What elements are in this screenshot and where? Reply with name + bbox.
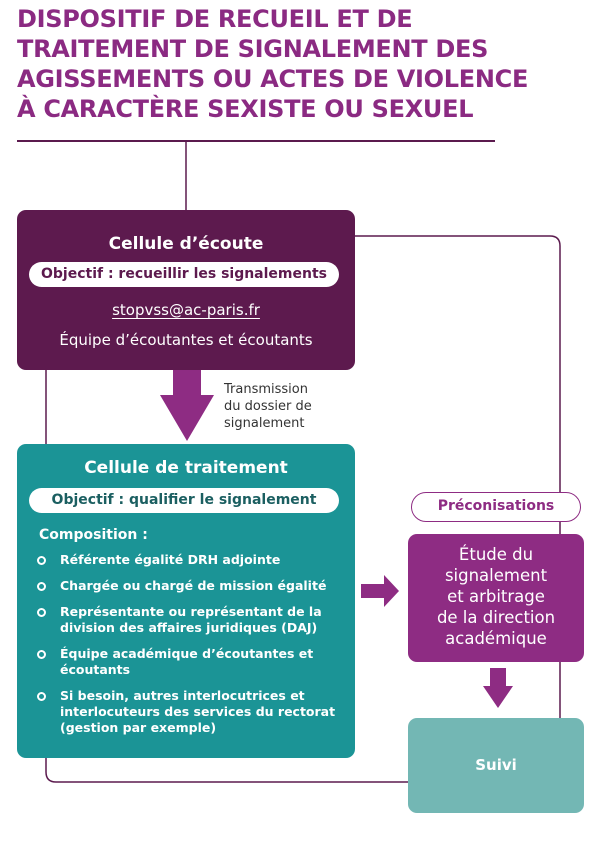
bullet-icon (37, 608, 46, 617)
bullet-icon (37, 650, 46, 659)
arrow-traitement-to-etude (361, 575, 399, 607)
member-text: Équipe académique d’écoutantes et écouta… (60, 646, 314, 677)
page-title: DISPOSITIF DE RECUEIL ET DE TRAITEMENT D… (17, 4, 597, 124)
list-item: Équipe académique d’écoutantes et écouta… (35, 646, 345, 678)
suivi-label: Suivi (475, 756, 517, 774)
title-line: À CARACTÈRE SEXISTE OU SEXUEL (17, 95, 474, 123)
bullet-icon (37, 582, 46, 591)
list-item: Référente égalité DRH adjointe (35, 552, 345, 568)
member-text: Chargée ou chargé de mission égalité (60, 578, 327, 593)
list-item: Si besoin, autres interlocutrices et int… (35, 688, 345, 736)
etude-line: de la direction (436, 608, 556, 627)
member-text: Représentante ou représentant de la divi… (60, 604, 322, 635)
composition-list: Référente égalité DRH adjointe Chargée o… (35, 552, 345, 746)
email-line: stopvss@ac-paris.fr (17, 300, 355, 320)
etude-line: Étude du (458, 545, 534, 564)
cellule-traitement-box: Cellule de traitement Objectif : qualifi… (17, 444, 355, 758)
list-item: Chargée ou chargé de mission égalité (35, 578, 345, 594)
member-text: Si besoin, autres interlocutrices et int… (60, 688, 336, 735)
cellule-traitement-title: Cellule de traitement (84, 458, 288, 478)
list-item: Représentante ou représentant de la divi… (35, 604, 345, 636)
cellule-traitement-objective: Objectif : qualifier le signalement (29, 488, 339, 513)
suivi-box: Suivi (408, 718, 584, 813)
title-line: TRAITEMENT DE SIGNALEMENT DES (17, 35, 489, 63)
cellule-ecoute-objective: Objectif : recueillir les signalements (29, 262, 339, 287)
title-underline (17, 140, 495, 142)
etude-line: signalement (444, 566, 548, 585)
cellule-ecoute-title: Cellule d’écoute (108, 234, 264, 254)
transmission-line: signalement (224, 416, 305, 431)
transmission-label: Transmission du dossier de signalement (224, 381, 344, 432)
connector-left-loop-lower (45, 758, 408, 783)
etude-line: et arbitrage (447, 587, 545, 606)
connector-ecoute-to-suivi (355, 235, 561, 718)
title-line: AGISSEMENTS OU ACTES DE VIOLENCE (17, 65, 529, 93)
cellule-ecoute-team: Équipe d’écoutantes et écoutants (59, 331, 313, 349)
bullet-icon (37, 556, 46, 565)
arrow-ecoute-to-traitement (160, 362, 214, 441)
etude-box: Étude du signalement et arbitrage de la … (408, 534, 584, 662)
member-text: Référente égalité DRH adjointe (60, 552, 281, 567)
arrow-etude-to-suivi (483, 668, 513, 708)
etude-line: académique (445, 629, 547, 648)
composition-label: Composition : (39, 527, 148, 543)
transmission-line: du dossier de (224, 399, 312, 414)
email-link[interactable]: stopvss@ac-paris.fr (112, 301, 260, 319)
etude-text: Étude du signalement et arbitrage de la … (408, 544, 584, 649)
preconisations-pill: Préconisations (411, 492, 581, 522)
title-line: DISPOSITIF DE RECUEIL ET DE (17, 5, 413, 33)
transmission-line: Transmission (224, 382, 308, 397)
cellule-ecoute-box: Cellule d’écoute Objectif : recueillir l… (17, 210, 355, 370)
bullet-icon (37, 692, 46, 701)
